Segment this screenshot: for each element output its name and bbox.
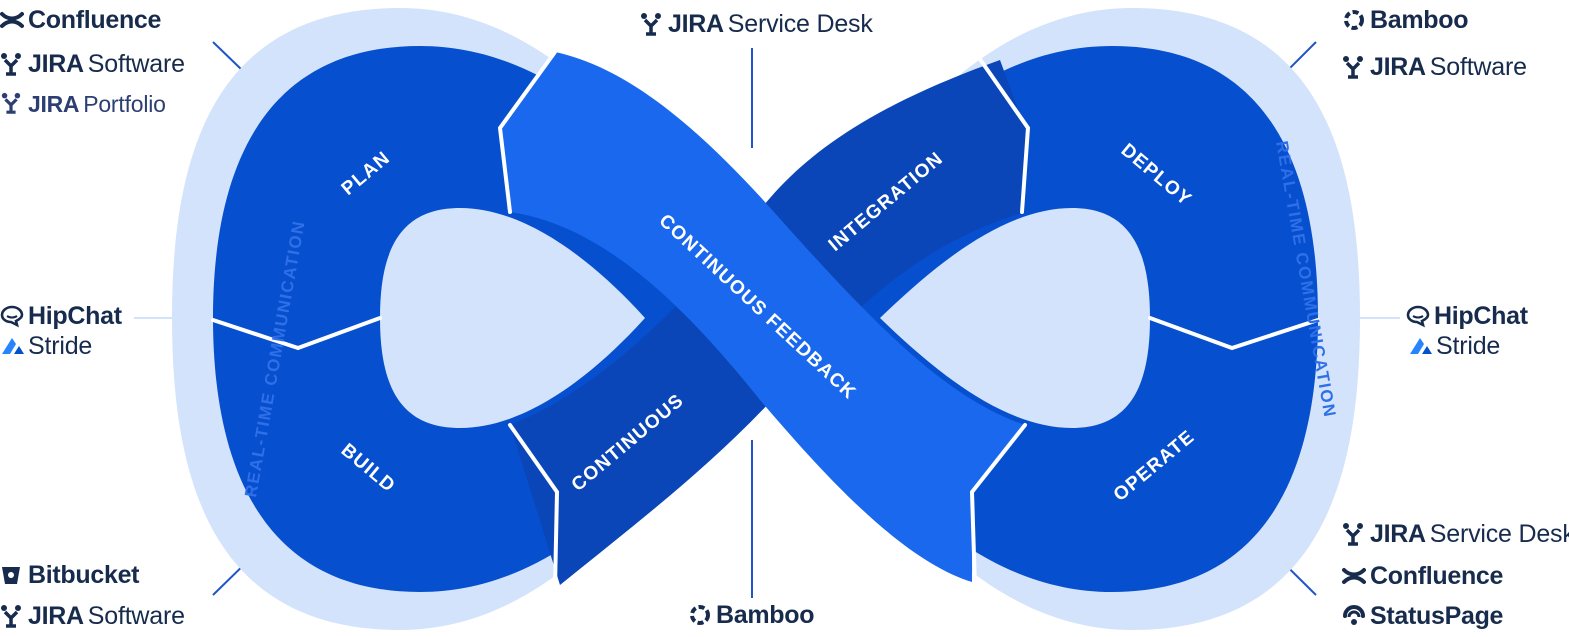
tool-bamboo-bottom: Bamboo (688, 603, 815, 628)
tool-bamboo: Bamboo (1342, 8, 1469, 33)
tool-jira-software-bottom: JIRA Software (0, 604, 185, 629)
divider-plan-feedback (497, 50, 557, 214)
stride-icon (1408, 335, 1432, 359)
hipchat-icon (1406, 305, 1430, 329)
jira-icon (640, 13, 664, 37)
confluence-icon (1342, 565, 1366, 589)
segment-dividers (211, 50, 1320, 590)
jira-icon (0, 53, 24, 77)
jira-icon (1342, 523, 1366, 547)
bamboo-icon (1342, 9, 1366, 33)
divider-deploy-operate (1148, 316, 1320, 351)
tool-stride-left: Stride (0, 334, 92, 359)
bitbucket-icon (0, 564, 24, 588)
feedback-band (500, 52, 1025, 582)
tool-jira-software: JIRA Software (0, 52, 185, 77)
tool-confluence-right: Confluence (1342, 564, 1503, 589)
tool-jira-software-right: JIRA Software (1342, 55, 1527, 80)
tool-bitbucket: Bitbucket (0, 563, 140, 588)
statuspage-icon (1342, 605, 1366, 629)
confluence-icon (0, 9, 24, 33)
stride-icon (0, 335, 24, 359)
tool-stride-right: Stride (1408, 334, 1500, 359)
jira-icon (1342, 56, 1366, 80)
divider-integration-deploy (973, 50, 1031, 214)
jira-icon (0, 605, 24, 629)
divider-plan-build (211, 316, 382, 351)
tool-hipchat-right: HipChat (1406, 304, 1528, 329)
tool-jira-service-desk-right: JIRA Service Desk (1342, 522, 1569, 547)
tool-jira-portfolio: JIRA Portfolio (0, 92, 166, 116)
hipchat-icon (0, 305, 24, 329)
tool-hipchat-left: HipChat (0, 304, 122, 329)
bamboo-icon (688, 604, 712, 628)
tool-confluence: Confluence (0, 8, 161, 33)
tool-jira-service-desk: JIRA Service Desk (640, 12, 873, 37)
jira-icon (0, 92, 24, 116)
divider-feedback-operate (969, 423, 1027, 590)
divider-build-continuous (508, 423, 560, 590)
tool-statuspage: StatusPage (1342, 604, 1503, 629)
